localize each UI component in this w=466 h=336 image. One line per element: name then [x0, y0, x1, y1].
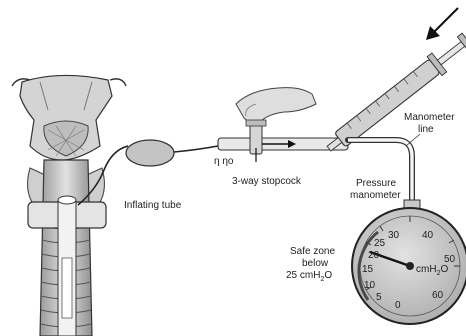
- inflating-tube-label: Inflating tube: [124, 200, 182, 211]
- hand-icon: [236, 88, 316, 123]
- syringe-icon: [322, 8, 466, 158]
- dial-tick-label: 20: [368, 250, 380, 261]
- larynx-illustration: [12, 75, 126, 336]
- dial-tick-label: 25: [374, 238, 386, 249]
- dial-tick-label: 30: [388, 230, 400, 241]
- valve-marks-label: η ηο: [214, 156, 234, 167]
- dial-tick-label: 15: [362, 264, 374, 275]
- arrow-icon: [426, 8, 458, 40]
- pilot-balloon: [126, 140, 174, 166]
- manometer-line-label: Manometer: [404, 112, 455, 123]
- pressure-manometer-label: manometer: [350, 190, 401, 201]
- manometer-line-label: line: [418, 124, 434, 135]
- safe-zone-label: Safe zone: [290, 246, 335, 257]
- pressure-manometer: 0 5 10 15 20 25 30 40 50 60 cmH2O: [352, 200, 466, 324]
- stopcock-label: 3-way stopcock: [232, 176, 302, 187]
- dial-tick-label: 60: [432, 290, 444, 301]
- stopcock-icon: [218, 120, 348, 162]
- safe-zone-label: below: [302, 258, 329, 269]
- pressure-manometer-label: Pressure: [356, 178, 396, 189]
- dial-tick-label: 5: [376, 292, 382, 303]
- dial-tick-label: 40: [422, 230, 434, 241]
- safe-zone-label: 25 cmH2O: [286, 270, 332, 283]
- dial-tick-label: 10: [364, 280, 376, 291]
- dial-tick-label: 0: [395, 300, 401, 311]
